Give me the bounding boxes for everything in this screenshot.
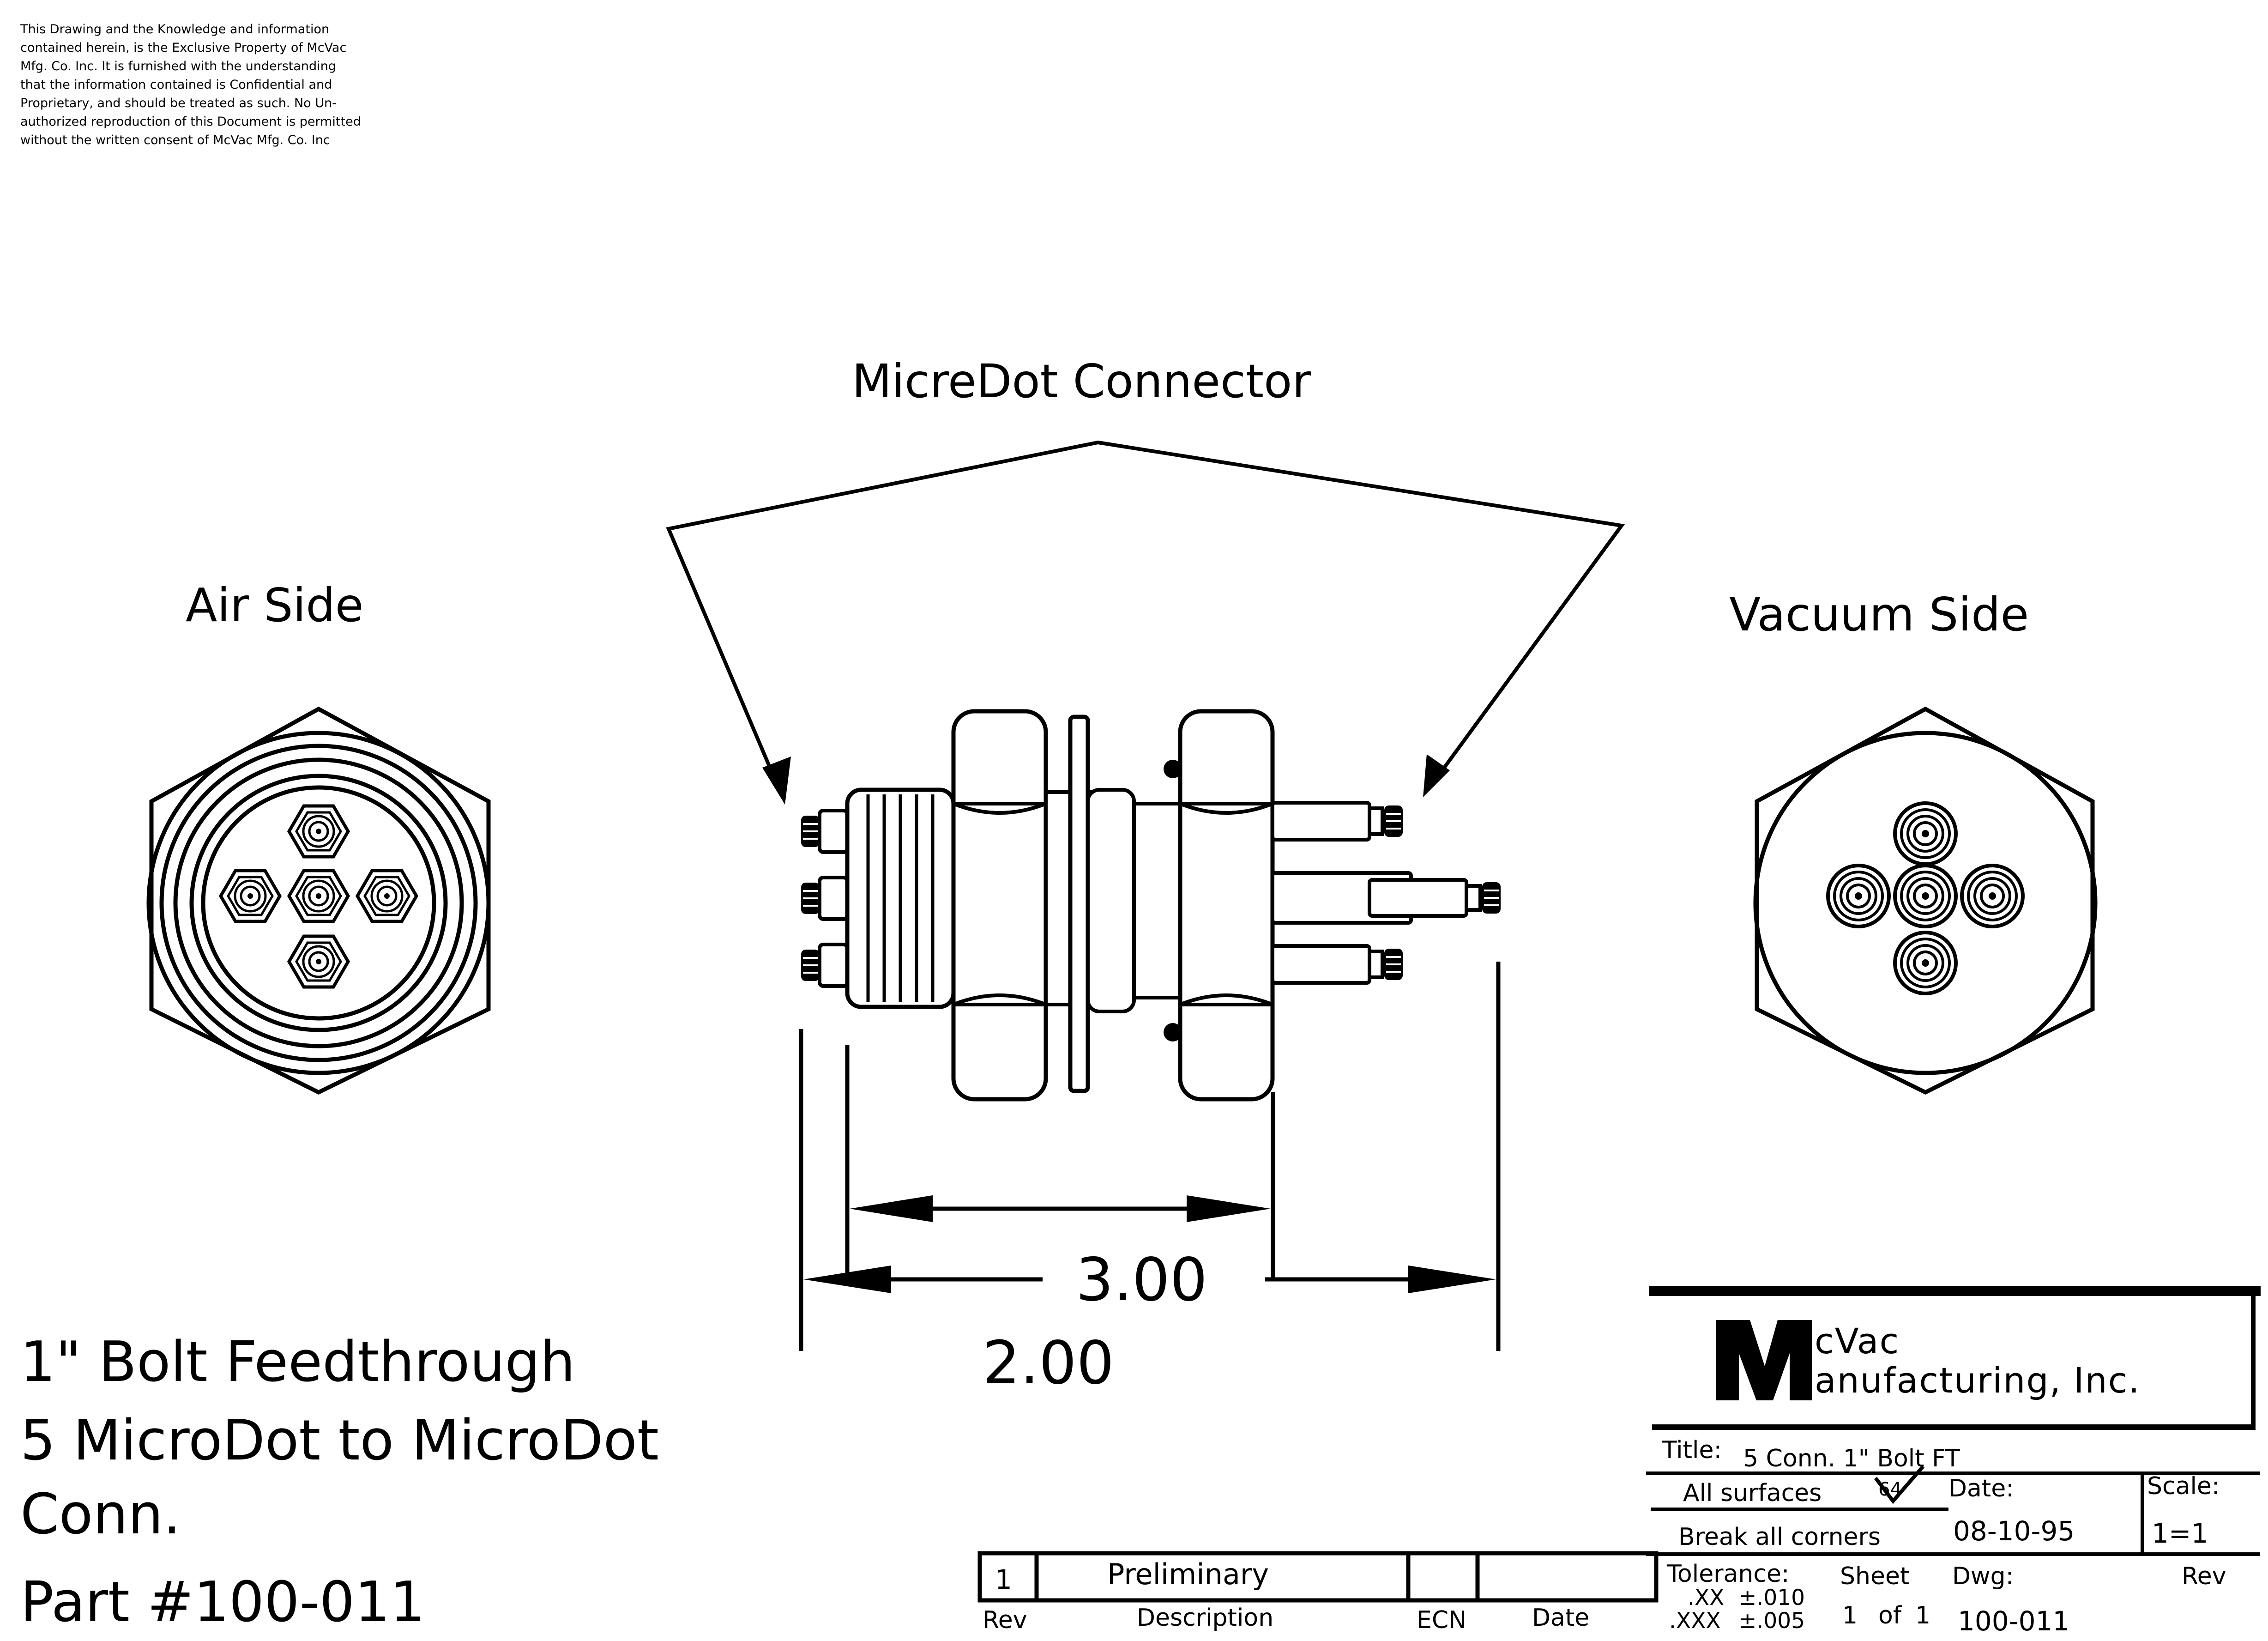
drawing-title: 5 Conn. 1" Bolt FT [1743,1445,1960,1472]
company-logo: cVac anufacturing, Inc. [1716,1320,2141,1401]
microdot-pin-icon [289,806,348,857]
connector-label: MicreDot Connector [852,354,1311,408]
dwg-number: 100-011 [1958,1605,2069,1637]
rev-header: Rev [983,1606,1027,1634]
dimension-inner: 2.00 [983,1329,1114,1398]
microdot-pin-icon [1895,803,1956,864]
notice-line: that the information contained is Confid… [20,78,332,92]
sheet-of: of [1878,1602,1902,1629]
pin-tip-icon [1383,948,1404,981]
pin-tip-icon [800,882,820,915]
ecn-header: ECN [1417,1606,1466,1634]
company-name-line: cVac [1815,1320,1900,1362]
part-number: Part #100-011 [20,1570,425,1635]
microdot-pin-icon [289,871,348,921]
title-label: Title: [1662,1436,1722,1464]
tolerance-xxx-value: ±.005 [1738,1608,1805,1634]
sheet-number: 1 [1842,1602,1858,1629]
notice-line: authorized reproduction of this Document… [20,115,361,129]
notice-line: This Drawing and the Knowledge and infor… [20,22,329,36]
tolerance-xx: .XX [1688,1585,1724,1611]
microdot-pin-icon [289,936,348,987]
title-block: cVac anufacturing, Inc. Title: 5 Conn. 1… [1646,1286,2261,1637]
date-label: Date: [1948,1475,2014,1502]
tolerance-label: Tolerance: [1666,1560,1789,1588]
pin-tip-icon [800,815,820,848]
check-icon [1874,1465,1925,1504]
pin-tip-icon [1481,881,1502,914]
tolerance-xxx: .XXX [1669,1608,1721,1634]
air-side-view [146,706,491,1095]
date-value: 08-10-95 [1953,1515,2075,1547]
vacuum-side-view [1753,706,2098,1095]
air-side-label: Air Side [186,578,363,632]
notice-line: Mfg. Co. Inc. It is furnished with the u… [20,59,336,73]
part-title-line: 1" Bolt Feedthrough [20,1330,575,1394]
dimension-overall: 3.00 [1076,1246,1207,1314]
rev-label: Rev [2182,1562,2226,1590]
feedthrough-side-view [800,709,1502,1102]
notice-line: Proprietary, and should be treated as su… [20,96,337,110]
sheet-label: Sheet [1840,1562,1909,1590]
microdot-pin-icon [357,871,416,921]
break-corners-note: Break all corners [1678,1523,1881,1551]
all-surfaces-note: All surfaces [1683,1479,1822,1507]
part-title-line: 5 MicroDot to MicroDot [20,1409,659,1473]
pin-tip-icon [1383,805,1404,838]
microdot-pin-icon [1895,866,1956,926]
microdot-pin-icon [1962,866,2023,926]
microdot-pin-icon [1895,933,1956,993]
notice-line: contained herein, is the Exclusive Prope… [20,41,346,55]
date-header: Date [1532,1604,1589,1632]
confidentiality-notice: This Drawing and the Knowledge and infor… [20,22,361,147]
vacuum-side-label: Vacuum Side [1729,587,2029,642]
scale-value: 1=1 [2152,1518,2208,1549]
part-title-line: Conn. [20,1483,181,1547]
dimension-lines [799,962,1501,1351]
tolerance-xx-value: ±.010 [1738,1585,1805,1611]
dwg-label: Dwg: [1952,1562,2014,1590]
sheet-total: 1 [1915,1602,1930,1629]
revision-description: Preliminary [1107,1557,1269,1591]
revision-table: 1 Preliminary Rev Description ECN Date [977,1551,1659,1634]
company-name-line: anufacturing, Inc. [1815,1360,2141,1401]
microdot-pin-icon [221,871,280,921]
scale-label: Scale: [2147,1472,2220,1500]
pin-tip-icon [800,949,820,982]
connector-leader-lines [666,440,1625,805]
part-description: 1" Bolt Feedthrough 5 MicroDot to MicroD… [20,1330,659,1635]
notice-line: without the written consent of McVac Mfg… [20,133,330,147]
microdot-pin-icon [1828,866,1889,926]
revision-number: 1 [995,1564,1012,1595]
description-header: Description [1137,1604,1273,1632]
